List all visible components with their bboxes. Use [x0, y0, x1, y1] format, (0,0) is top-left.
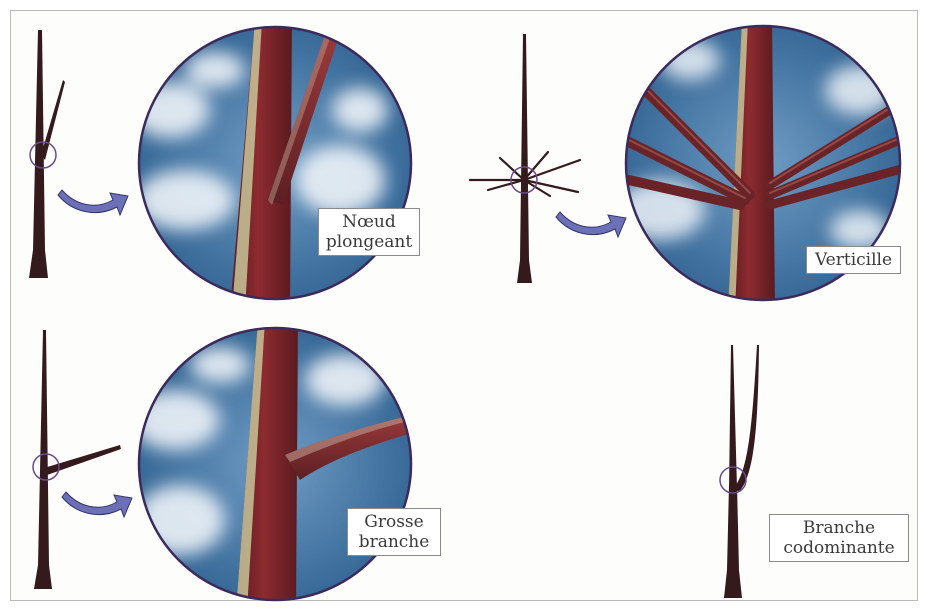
label-line: branche	[354, 532, 434, 552]
small-tree-grosse-branche	[34, 330, 121, 589]
label-line: codominante	[776, 538, 902, 558]
label-verticille: Verticille	[806, 246, 901, 274]
label-line: Nœud	[325, 212, 413, 232]
label-line: Grosse	[354, 512, 434, 532]
small-tree-codominante	[724, 345, 759, 598]
label-line: plongeant	[325, 232, 413, 252]
small-tree-verticille	[470, 34, 580, 283]
arrow-icon	[556, 212, 626, 237]
label-line: Verticille	[813, 250, 894, 270]
arrow-icon	[58, 190, 128, 215]
magnified-circle-grosse-branche	[130, 320, 416, 610]
label-branche-codominante: Branche codominante	[769, 514, 909, 562]
label-noeud-plongeant: Nœud plongeant	[318, 208, 420, 256]
label-grosse-branche: Grosse branche	[347, 508, 441, 556]
magnified-circle-noeud	[130, 20, 411, 310]
arrow-icon	[62, 492, 132, 517]
label-line: Branche	[776, 518, 902, 538]
small-tree-noeud	[29, 30, 65, 278]
